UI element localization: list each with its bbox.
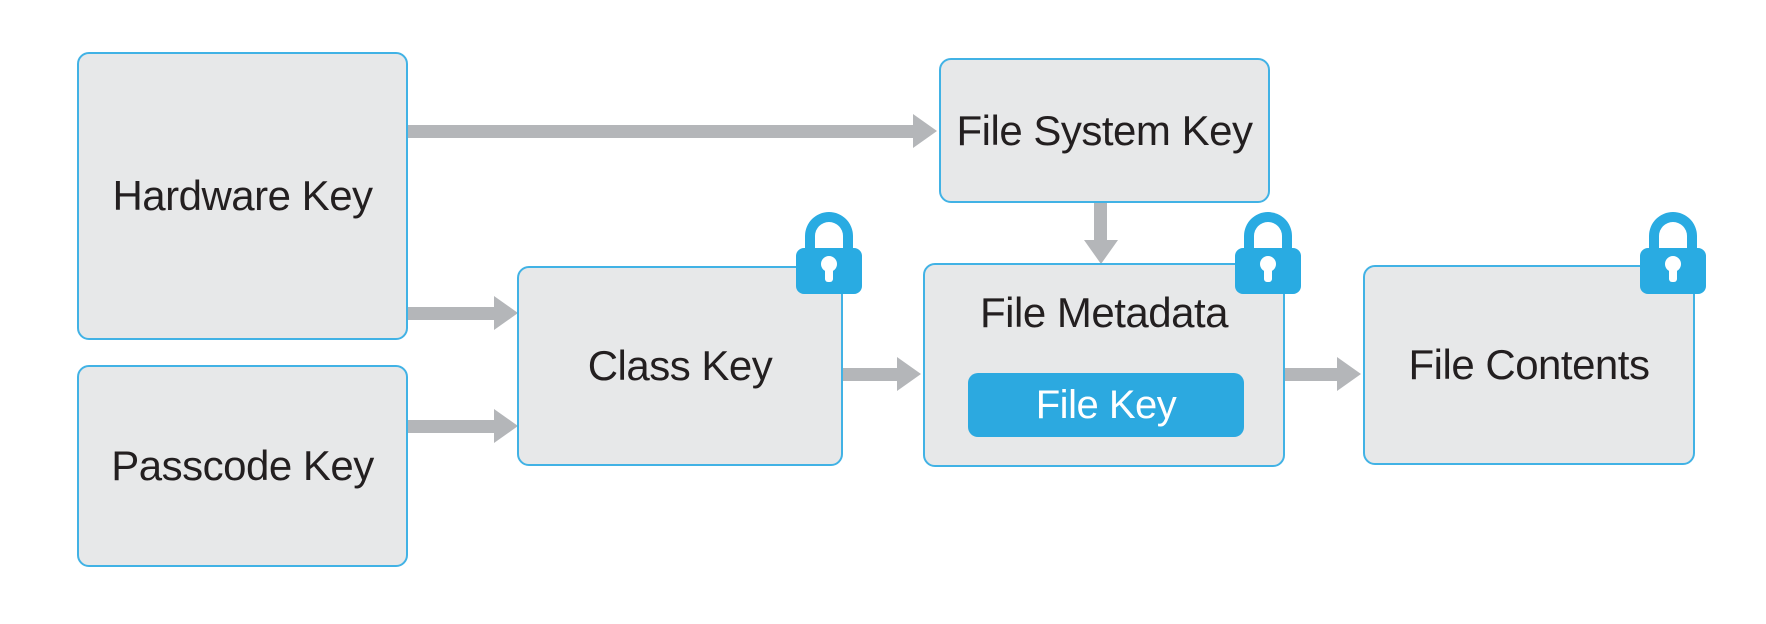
node-label: File System Key (956, 106, 1253, 154)
node-file-metadata: File Metadata File Key (923, 263, 1285, 467)
arrowhead-down-icon (1084, 240, 1118, 264)
node-file-contents: File Contents (1363, 265, 1695, 465)
node-label: File Metadata (980, 289, 1228, 336)
lock-shackle (805, 212, 853, 260)
lock-body (1235, 248, 1301, 294)
lock-shackle (1244, 212, 1292, 260)
node-passcode-key: Passcode Key (77, 365, 408, 567)
keyhole-icon (1260, 256, 1276, 272)
arrowhead-right-icon (494, 409, 518, 443)
arrowhead-right-icon (1337, 357, 1361, 391)
keyhole-icon (1665, 256, 1681, 272)
arrowhead-right-icon (913, 114, 937, 148)
keyhole-icon (821, 256, 837, 272)
lock-shackle (1649, 212, 1697, 260)
lock-icon (1640, 212, 1706, 294)
lock-body (796, 248, 862, 294)
arrow-shaft (408, 420, 494, 433)
arrow-shaft (408, 307, 494, 320)
lock-icon (1235, 212, 1301, 294)
node-label: Class Key (587, 342, 773, 389)
node-label: Hardware Key (112, 172, 373, 219)
node-file-system-key: File System Key (939, 58, 1270, 203)
arrow-shaft (1094, 203, 1107, 240)
file-key-label: File Key (1035, 382, 1177, 427)
arrow-shaft (843, 368, 897, 381)
node-label: Passcode Key (111, 442, 374, 489)
node-hardware-key: Hardware Key (77, 52, 408, 340)
lock-body (1640, 248, 1706, 294)
node-label: File Contents (1408, 341, 1650, 388)
file-key-badge: File Key (968, 373, 1244, 437)
arrow-shaft (1285, 368, 1337, 381)
lock-icon (796, 212, 862, 294)
node-class-key: Class Key (517, 266, 843, 466)
arrow-shaft (408, 125, 913, 138)
arrowhead-right-icon (494, 296, 518, 330)
arrowhead-right-icon (897, 357, 921, 391)
